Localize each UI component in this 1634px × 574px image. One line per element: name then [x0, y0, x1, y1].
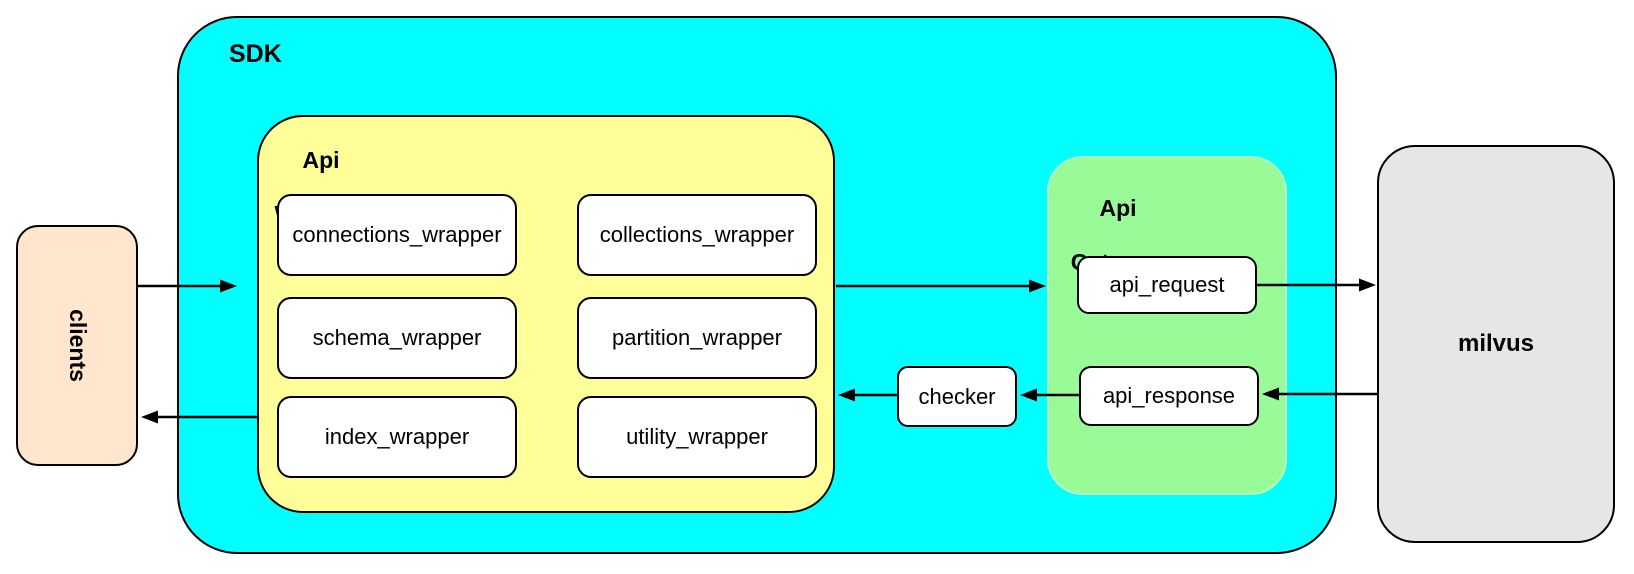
api-gateway-container	[1047, 156, 1287, 495]
milvus-label: milvus	[1457, 330, 1535, 357]
clients-node: clients	[16, 225, 138, 466]
index-wrapper-box: index_wrapper	[277, 396, 517, 478]
schema-wrapper-box: schema_wrapper	[277, 297, 517, 379]
collections-wrapper-box: collections_wrapper	[577, 194, 817, 276]
api-response-box: api_response	[1079, 366, 1259, 426]
api-gateway-label-line1: Api	[1099, 195, 1137, 221]
utility-wrapper-box: utility_wrapper	[577, 396, 817, 478]
api-request-box: api_request	[1077, 256, 1257, 314]
partition-wrapper-box: partition_wrapper	[577, 297, 817, 379]
sdk-label: SDK	[229, 40, 282, 68]
clients-label: clients	[64, 309, 91, 382]
connections-wrapper-box: connections_wrapper	[277, 194, 517, 276]
checker-box: checker	[897, 366, 1017, 427]
api-wrapper-label-line1: Api	[302, 147, 340, 173]
milvus-node: milvus	[1377, 145, 1615, 543]
